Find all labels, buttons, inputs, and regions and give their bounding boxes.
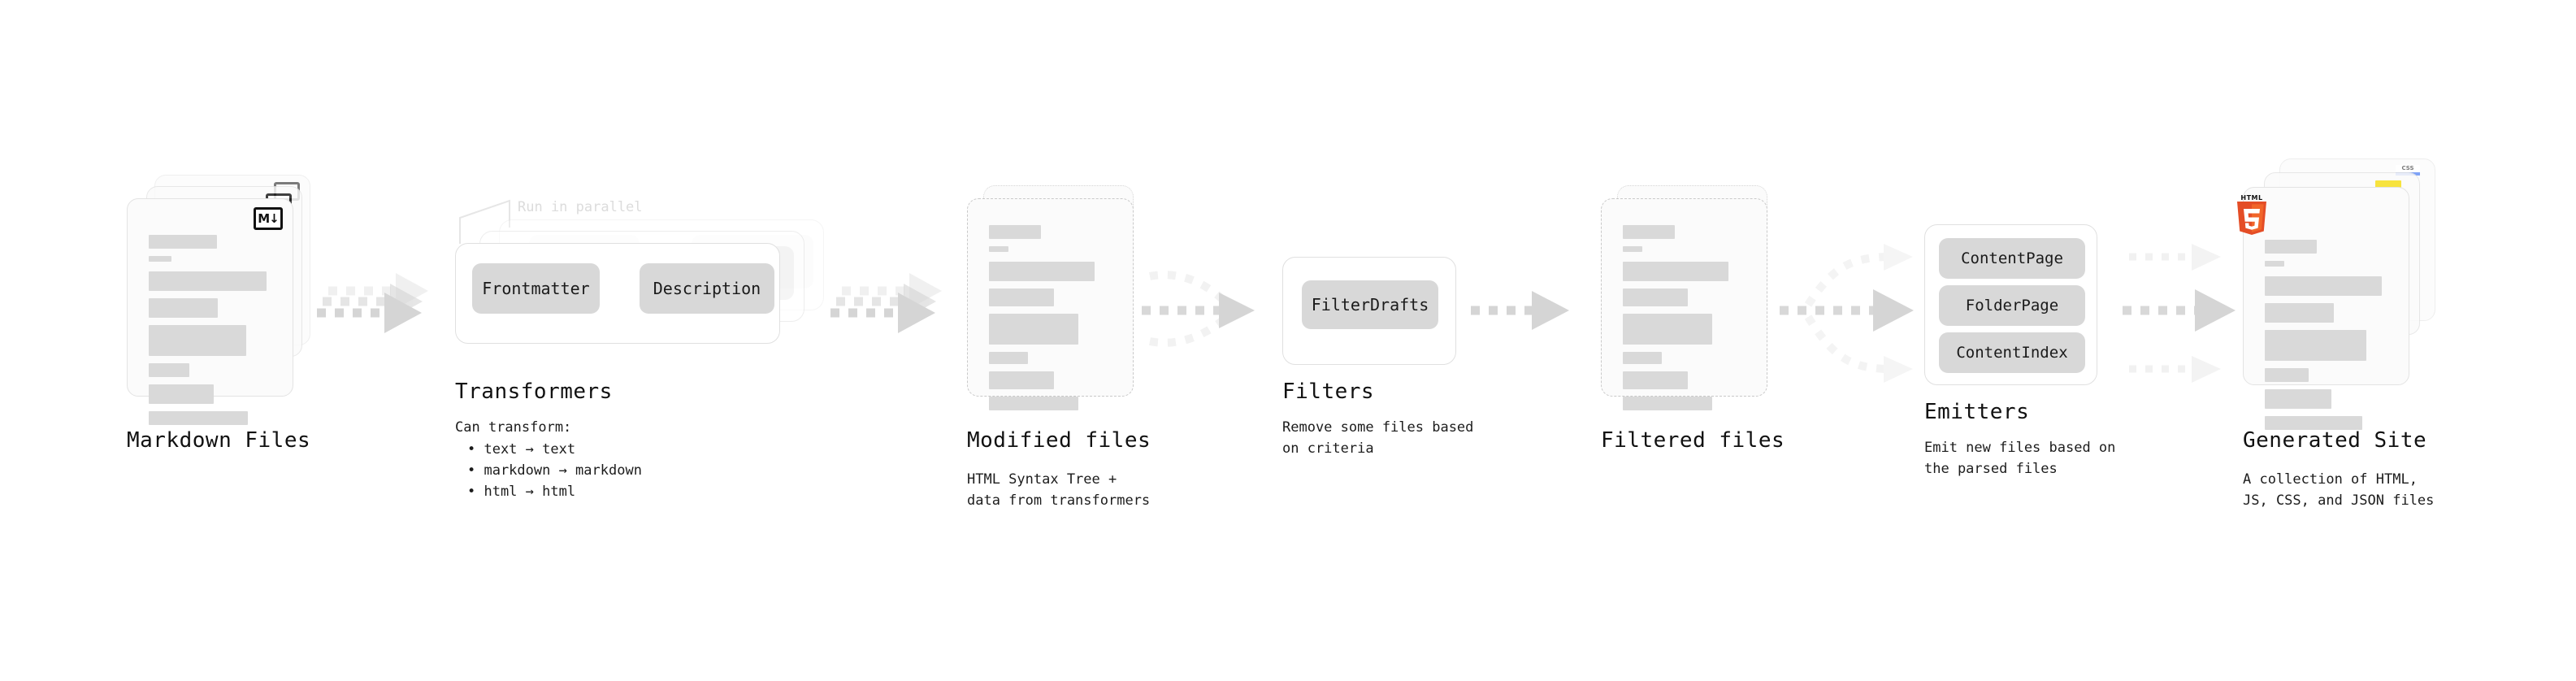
html5-icon-label: HTML [2240,194,2263,202]
run-in-parallel-label: Run in parallel [518,199,643,215]
arrow-modified-to-filters [1142,271,1255,347]
transformers-panel[interactable]: Frontmatter Description [455,243,780,344]
filtered-file-front [1601,198,1767,410]
skeleton-bar [2265,416,2362,430]
skeleton-bar [989,371,1054,389]
skeleton-bar [2265,368,2309,382]
skeleton-bar [2265,303,2334,323]
transformers-bullet-1: • markdown → markdown [467,462,642,479]
chip-frontmatter[interactable]: Frontmatter [472,263,600,314]
skeleton-bar [2265,261,2284,267]
html5-icon: HTML [2235,194,2269,235]
skeleton-bar [989,225,1041,239]
skeleton-bars [2265,240,2389,437]
chip-description[interactable]: Description [640,263,774,314]
css-icon-label: CSS [2401,165,2414,171]
skeleton-bar [1623,288,1688,306]
skeleton-bar [989,288,1054,306]
arrow-transformers-to-modified [830,273,942,333]
skeleton-bar [2265,330,2366,361]
filtered-files-stack [1601,185,1788,421]
modified-files-stack [967,185,1154,421]
transformers-bullet-0: • text → text [467,441,576,458]
skeleton-bars [989,225,1113,418]
chip-contentindex[interactable]: ContentIndex [1939,332,2085,373]
skeleton-bars [1623,225,1747,418]
arrow-markdown-to-transformers [317,273,428,333]
skeleton-bar [149,256,171,262]
markdown-icon: M↓ [254,207,283,230]
skeleton-bar [149,384,214,404]
skeleton-bar [2265,240,2317,254]
arrow-filtered-to-emitters [1780,244,1914,383]
generated-site-stack: CSS HTML [2237,158,2454,430]
chip-filterdrafts[interactable]: FilterDrafts [1302,280,1438,329]
skeleton-bar [989,352,1028,364]
html5-shield [2237,202,2266,235]
caption-filters: Filters [1282,380,1375,404]
skeleton-bar [989,314,1078,345]
skeleton-bar [1623,262,1728,281]
arrow-emitters-to-site [2123,244,2236,383]
filters-panel[interactable]: FilterDrafts [1282,257,1456,365]
caption-emitters: Emitters [1924,400,2030,424]
transformers-bullet-2: • html → html [467,484,576,500]
skeleton-bar [1623,371,1688,389]
markdown-file-front: M↓ [127,198,293,425]
skeleton-bar [149,363,189,377]
skeleton-bar [149,325,246,356]
modified-files-description: HTML Syntax Tree + data from transformer… [967,471,1151,509]
caption-filtered-files: Filtered files [1601,428,1785,453]
emitters-panel[interactable]: ContentPage FolderPage ContentIndex [1924,224,2097,385]
generated-file-front: HTML [2237,187,2409,430]
skeleton-bar [2265,276,2382,296]
emitters-description: Emit new files based on the parsed files [1924,440,2116,477]
modified-file-front [967,198,1134,410]
skeleton-bar [149,298,218,318]
caption-transformers: Transformers [455,380,613,404]
skeleton-bar [1623,225,1675,239]
markdown-files-stack: M↓ [127,175,330,425]
chip-contentpage[interactable]: ContentPage [1939,238,2085,279]
transformers-description: Can transform: [455,419,572,436]
skeleton-bar [149,411,248,425]
skeleton-bar [1623,397,1712,410]
caption-markdown-files: Markdown Files [127,428,311,453]
skeleton-bar [989,397,1078,410]
skeleton-bars [149,235,273,432]
skeleton-bar [1623,314,1712,345]
skeleton-bar [149,235,217,249]
filters-description: Remove some files based on criteria [1282,419,1474,457]
caption-modified-files: Modified files [967,428,1151,453]
skeleton-bar [149,271,267,291]
caption-generated-site: Generated Site [2243,428,2427,453]
skeleton-bar [2265,389,2331,409]
skeleton-bar [989,262,1095,281]
transformers-bullets: • text → text • markdown → markdown • ht… [467,439,642,502]
generated-site-description: A collection of HTML, JS, CSS, and JSON … [2243,471,2435,509]
chip-folderpage[interactable]: FolderPage [1939,285,2085,326]
skeleton-bar [989,246,1008,252]
skeleton-bar [1623,246,1642,252]
skeleton-bar [1623,352,1662,364]
arrow-filters-to-filtered [1471,291,1569,330]
